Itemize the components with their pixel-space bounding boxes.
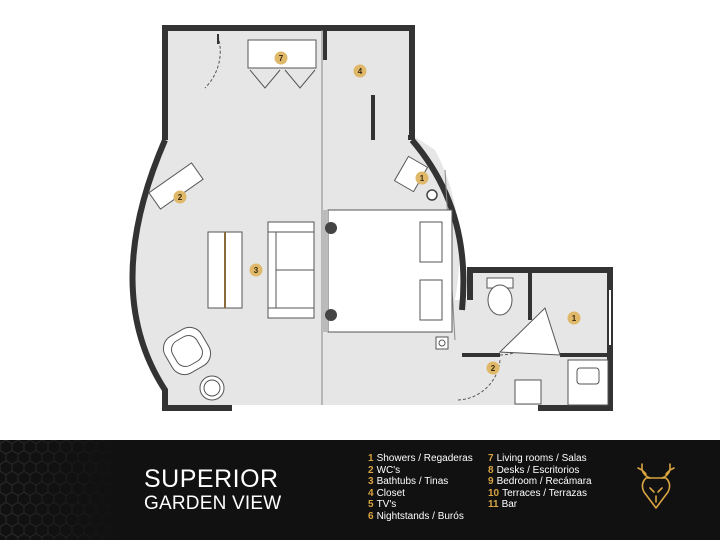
marker-text: 1 — [420, 174, 425, 183]
windows — [124, 229, 611, 409]
outer-walls — [129, 25, 613, 411]
interior-walls — [323, 30, 608, 357]
coffee-table — [207, 231, 243, 309]
legend-num: 10 — [488, 487, 500, 499]
legend-label: Living rooms / Salas — [496, 453, 587, 464]
legend-num: 8 — [488, 464, 494, 476]
footer-band — [0, 440, 720, 540]
marker-living-room: 7 — [274, 51, 288, 65]
marker-bathtub: 3 — [249, 263, 263, 277]
legend-label: Bathtubs / Tinas — [376, 476, 449, 488]
vanity — [567, 359, 609, 406]
legend-label: Bar — [501, 499, 518, 511]
title-line-1: SUPERIOR — [144, 465, 279, 493]
marker-text: 2 — [178, 193, 183, 202]
marker-text: 4 — [358, 67, 363, 76]
marker-wc: 2 — [173, 190, 187, 204]
legend-num: 11 — [488, 499, 499, 511]
toilet — [435, 277, 514, 350]
legend-label: Desks / Escritorios — [496, 464, 580, 476]
legend-label: Nightstands / Burós — [376, 510, 464, 522]
hex-pattern — [0, 440, 120, 540]
armchair — [162, 326, 212, 376]
marker-text: 1 — [572, 314, 577, 323]
legend-num: 3 — [368, 476, 374, 488]
legend-num: 7 — [488, 453, 494, 464]
marker-text: 7 — [279, 54, 284, 63]
side-table — [199, 375, 225, 401]
marker-wc-bath: 2 — [486, 361, 500, 375]
legend-num: 9 — [488, 476, 494, 488]
legend-num: 1 — [368, 453, 374, 464]
legend-num: 5 — [368, 499, 374, 511]
legend-label: Terraces / Terrazas — [502, 487, 587, 499]
deer-head-logo-icon — [637, 463, 675, 509]
cabinet — [514, 379, 542, 405]
marker-text: 2 — [491, 364, 496, 373]
marker-shower: 1 — [415, 171, 429, 185]
legend-label: TV's — [376, 499, 397, 511]
sofa — [267, 221, 315, 319]
legend-num: 6 — [368, 510, 374, 522]
bed — [322, 209, 453, 333]
legend-label: Closet — [376, 487, 405, 499]
legend-num: 2 — [368, 464, 374, 476]
title-line-2: GARDEN VIEW — [144, 493, 282, 514]
marker-text: 3 — [254, 266, 259, 275]
legend-num: 4 — [368, 487, 374, 499]
room-markers: 7 4 1 2 3 1 2 — [173, 51, 581, 375]
floor-plan: 7 4 1 2 3 1 2 — [124, 25, 613, 411]
legend-label: Showers / Regaderas — [376, 453, 473, 464]
bathroom-shower — [498, 307, 561, 356]
page-title: SUPERIOR GARDEN VIEW — [144, 466, 281, 515]
marker-closet: 4 — [353, 64, 367, 78]
legend-label: Bedroom / Recámara — [496, 476, 592, 488]
legend-label: WC's — [376, 464, 401, 476]
marker-shower-bath: 1 — [567, 311, 581, 325]
